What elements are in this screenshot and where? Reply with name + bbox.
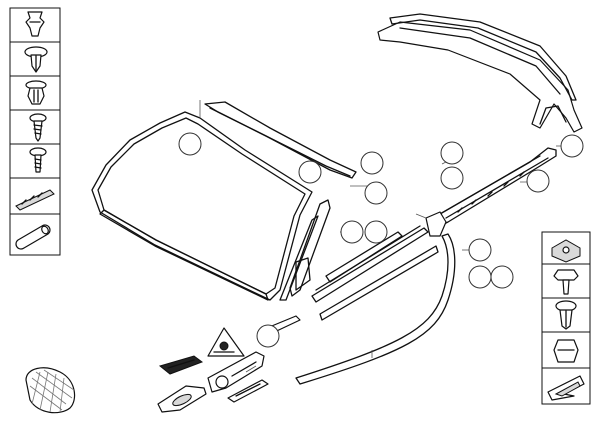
callout-circle [178,132,202,156]
continuation-arrow-icon [547,375,585,401]
callout-circle [526,169,550,193]
clip-nut-icon [551,239,581,263]
callout-circle [340,220,364,244]
callout-circle [360,151,384,175]
callout-circle [440,166,464,190]
rear-roof-trim [377,13,583,133]
a-pillar-trim [279,199,331,301]
grille-insert [25,367,76,414]
callout-circle [490,265,514,289]
callout-circle [440,141,464,165]
door-frame-trim [311,225,439,321]
side-marker-housing [157,385,207,413]
hex-screw-icon [553,269,579,295]
windshield-gasket [91,111,313,301]
adhesive-strip-icon [15,189,55,211]
callout-circle [298,160,322,184]
warning-triangle-badge [207,327,245,357]
expanding-clip-icon [24,46,48,73]
right-legend [541,231,591,405]
sheet-metal-screw-icon [29,113,47,142]
callout-circle [560,134,584,158]
push-clip-icon [25,80,47,105]
door-handle-trim [207,351,265,393]
door-seal [295,233,456,385]
expanding-rivet-icon [555,300,577,330]
plastic-nut-icon [25,11,45,37]
sill-emblem-strip [227,379,269,403]
roof-side-rail [425,147,557,237]
callout-group [178,132,584,348]
callout-circle [256,324,280,348]
windshield-upper-trim [204,101,357,179]
callout-circle [364,181,388,205]
emblem-plate [158,355,204,375]
grommet-icon [553,339,579,363]
callout-circle [468,265,492,289]
callout-circle [468,238,492,262]
callout-circle [364,220,388,244]
fillister-screw-icon [29,147,47,173]
left-legend [9,7,61,256]
dowel-pin-icon [15,224,51,250]
